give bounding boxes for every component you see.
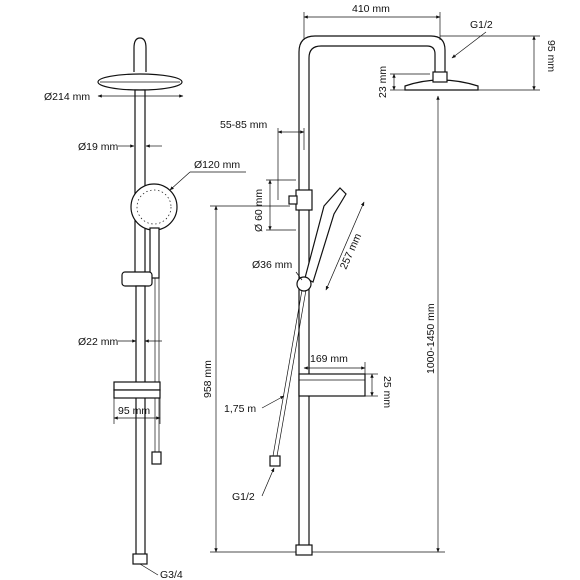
side-view: 410 mm G1/2 95 mm 23 mm 55-85 mm Ø 60 mm… bbox=[202, 3, 557, 556]
side-arm-pipe bbox=[298, 35, 446, 545]
front-hand-shower-handle bbox=[149, 227, 160, 279]
dim-hand-shower bbox=[169, 171, 191, 191]
label-bottom-thread: G3/4 bbox=[160, 569, 183, 580]
label-arm-length: 410 mm bbox=[352, 3, 390, 15]
front-hose bbox=[154, 278, 160, 452]
label-arm-height: 95 mm bbox=[545, 40, 557, 72]
front-arm-pipe bbox=[133, 37, 147, 72]
label-hose-length: 1,75 m bbox=[224, 403, 256, 415]
front-shelf bbox=[113, 381, 161, 391]
label-adjustable-height: 1000-1450 mm bbox=[425, 303, 437, 374]
side-hand-shower bbox=[304, 187, 347, 283]
front-upper-pipe bbox=[134, 89, 146, 281]
label-diverter-diameter: Ø36 mm bbox=[252, 259, 293, 271]
label-shelf-width: 169 mm bbox=[310, 353, 348, 365]
label-hand-shower-diameter: Ø120 mm bbox=[194, 159, 240, 171]
front-hand-shower bbox=[130, 183, 178, 231]
front-lower-pipe bbox=[135, 285, 146, 557]
label-head-thread: G1/2 bbox=[470, 19, 493, 31]
side-bottom-connector bbox=[295, 544, 313, 556]
label-hand-shower-length: 257 mm bbox=[338, 231, 364, 271]
label-holder-diameter: Ø 60 mm bbox=[253, 189, 265, 232]
front-bottom-connector bbox=[132, 553, 148, 565]
label-shelf-height: 25 mm bbox=[381, 376, 393, 408]
label-pipe-diameter-top: Ø19 mm bbox=[78, 141, 119, 153]
side-head-shower bbox=[404, 79, 479, 91]
front-holder bbox=[121, 271, 153, 287]
label-hose-thread: G1/2 bbox=[232, 491, 255, 503]
label-total-height: 958 mm bbox=[202, 360, 214, 398]
dim-hand-shower-length bbox=[325, 201, 365, 291]
side-diverter bbox=[296, 276, 312, 292]
label-pipe-diameter-bottom: Ø22 mm bbox=[78, 336, 119, 348]
label-head-diameter: Ø214 mm bbox=[44, 91, 90, 103]
label-shelf-depth: 95 mm bbox=[118, 405, 150, 417]
side-holder bbox=[295, 189, 313, 211]
side-shelf bbox=[298, 373, 366, 397]
label-holder-range: 55-85 mm bbox=[220, 119, 268, 131]
label-head-height: 23 mm bbox=[377, 66, 389, 98]
side-hose bbox=[272, 289, 307, 457]
front-view: Ø214 mm Ø19 mm Ø120 mm Ø22 mm 95 mm G3/4 bbox=[44, 37, 246, 580]
